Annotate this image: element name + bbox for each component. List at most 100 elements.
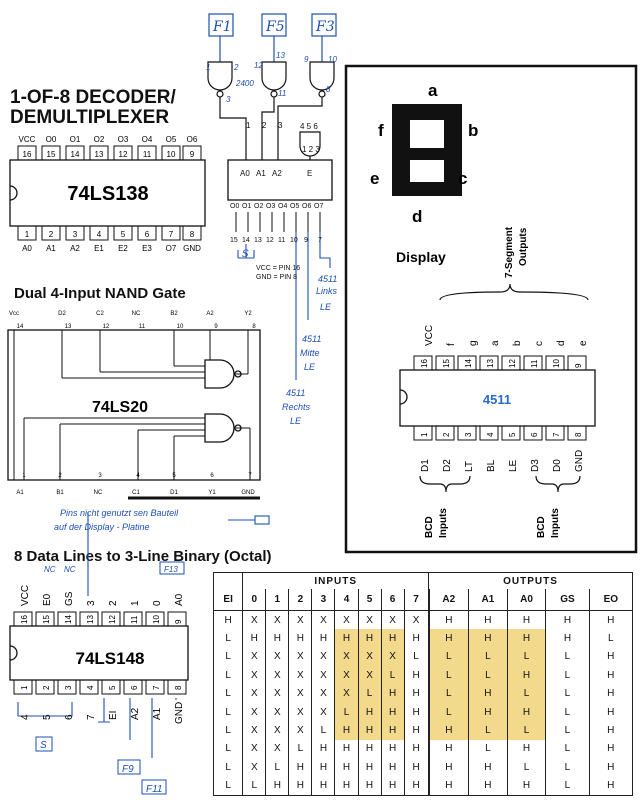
gate-note-11: 11 (278, 89, 286, 98)
table-cell: X (357, 647, 382, 667)
logic-gate-shapes (207, 61, 335, 160)
enc-top-num-5: 12 (108, 615, 117, 624)
enc-note-f11: F11 (146, 784, 163, 795)
table-cell: X (311, 647, 335, 667)
enc-bot-num-2: 2 (42, 685, 51, 690)
enc-top-num-8: 9 (174, 619, 183, 624)
enc-bot-label-7: A1 (152, 707, 163, 720)
bcd-bot-label-1: D1 (420, 459, 431, 472)
nand-chip-name: 74LS20 (92, 399, 148, 416)
table-cell: X (288, 610, 312, 630)
logic-out-1: O1 (242, 203, 251, 210)
nand-top-label-2: D2 (58, 311, 66, 317)
nand-top-label-4: NC (132, 311, 141, 317)
logic-pin-14: 14 (242, 237, 250, 244)
nand-bot-label-5: D1 (170, 490, 178, 496)
column-header: 7 (403, 589, 429, 611)
note-mitte-2: Mitte (300, 348, 320, 358)
nand-top-num-6: 9 (214, 324, 218, 330)
display-label: Display (396, 249, 446, 265)
gate-note-2: 2 (233, 63, 239, 72)
table-cell: H (357, 776, 382, 796)
table-cell: X (288, 702, 312, 722)
gate-note-2400: 2400 (235, 79, 254, 88)
table-cell: L (427, 684, 469, 703)
table-cell: L (212, 721, 243, 740)
enc-bot-num-7: 7 (152, 685, 161, 690)
table-cell: L (468, 721, 508, 740)
logic-input-pin-3: 3 (278, 121, 283, 130)
decoder-bot-num-2: 2 (49, 230, 54, 239)
logic-output-leads (235, 212, 321, 232)
enc-top-label-4: 3 (86, 600, 97, 606)
column-header: 0 (242, 589, 266, 611)
decoder-bot-label-2: A1 (46, 244, 56, 253)
enc-bot-num-4: 4 (86, 685, 95, 690)
logic-out-4: O4 (278, 203, 287, 210)
gate-note-9: 9 (304, 55, 309, 64)
display-frame (344, 64, 638, 554)
enc-bot-label-1: 4 (20, 714, 31, 720)
logic-input-pin-2: 2 (262, 121, 267, 130)
table-cell: L (506, 684, 546, 703)
table-cell: H (334, 776, 358, 796)
decoder-bot-label-4: E1 (94, 244, 104, 253)
enc-top-num-1: 16 (20, 615, 29, 624)
table-cell: X (242, 684, 266, 703)
bcd2-brace (535, 475, 581, 493)
enc-note-s: S (40, 740, 47, 751)
enc-note-f13: F13 (164, 565, 178, 574)
table-cell: H (588, 684, 633, 703)
logic-input-pin-1: 1 (246, 121, 251, 130)
table-cell: H (311, 739, 335, 759)
bcd-bot-num-7: 7 (552, 432, 561, 437)
table-cell: H (380, 684, 405, 703)
bcd-top-label-8: e (578, 340, 589, 346)
logic-decoder-block (227, 159, 333, 201)
table-cell: H (357, 758, 382, 777)
encoder-pin-boxes (13, 611, 187, 695)
enc-top-num-2: 15 (42, 615, 51, 624)
bcd-bot-label-5: LE (508, 459, 519, 472)
nand-top-num-5: 10 (177, 324, 184, 330)
enc-note-nc1: NC (44, 565, 56, 574)
table-cell: L (212, 629, 243, 648)
bcd-bot-label-6: D3 (530, 459, 541, 472)
bcd-bot-num-3: 3 (464, 432, 473, 437)
table-cell: H (588, 776, 633, 796)
nand-pin-labels: Vcc D2 C2 NC B2 A2 Y2 14 13 12 11 10 9 8… (9, 311, 256, 496)
enc-bot-label-8: GND (174, 702, 185, 724)
decoder-title: 1-OF-8 DECODER/ DEMULTIPLEXER (10, 88, 176, 128)
table-cell: L (506, 758, 546, 777)
column-header: 4 (334, 589, 358, 611)
inputs-group-header: INPUTS (242, 572, 429, 590)
table-cell: X (334, 610, 358, 630)
table-cell: X (288, 684, 312, 703)
enc-bot-label-4: 7 (86, 714, 97, 720)
table-cell: H (311, 776, 335, 796)
enc-bot-num-5: 5 (108, 685, 117, 690)
table-cell: H (588, 739, 633, 759)
table-cell: L (506, 721, 546, 740)
table-cell: L (212, 758, 243, 777)
gate-note-12: 12 (254, 61, 263, 70)
table-cell: L (468, 647, 508, 667)
table-cell: L (311, 721, 335, 740)
bcd1-line2: Inputs (438, 508, 449, 538)
outputs-line1: 7-Segment (504, 226, 515, 278)
table-cell: H (427, 758, 469, 777)
decoder-top-label-4: O2 (94, 135, 105, 144)
nand-top-num-7: 8 (252, 324, 256, 330)
bcd-top-label-1: VCC (424, 325, 435, 346)
nand-top-label-3: C2 (96, 311, 104, 317)
decoder-bot-num-7: 7 (169, 230, 174, 239)
table-cell: H (468, 702, 508, 722)
table-cell: H (545, 610, 590, 630)
enc-bot-label-5: EI (108, 711, 119, 720)
nand-top-num-3: 12 (103, 324, 110, 330)
table-cell: X (265, 647, 289, 667)
table-cell: L (427, 647, 469, 667)
table-cell: H (380, 721, 405, 740)
bcd-pin-nums: 16 15 14 13 12 11 10 9 1 2 3 4 5 6 7 8 (420, 359, 583, 437)
